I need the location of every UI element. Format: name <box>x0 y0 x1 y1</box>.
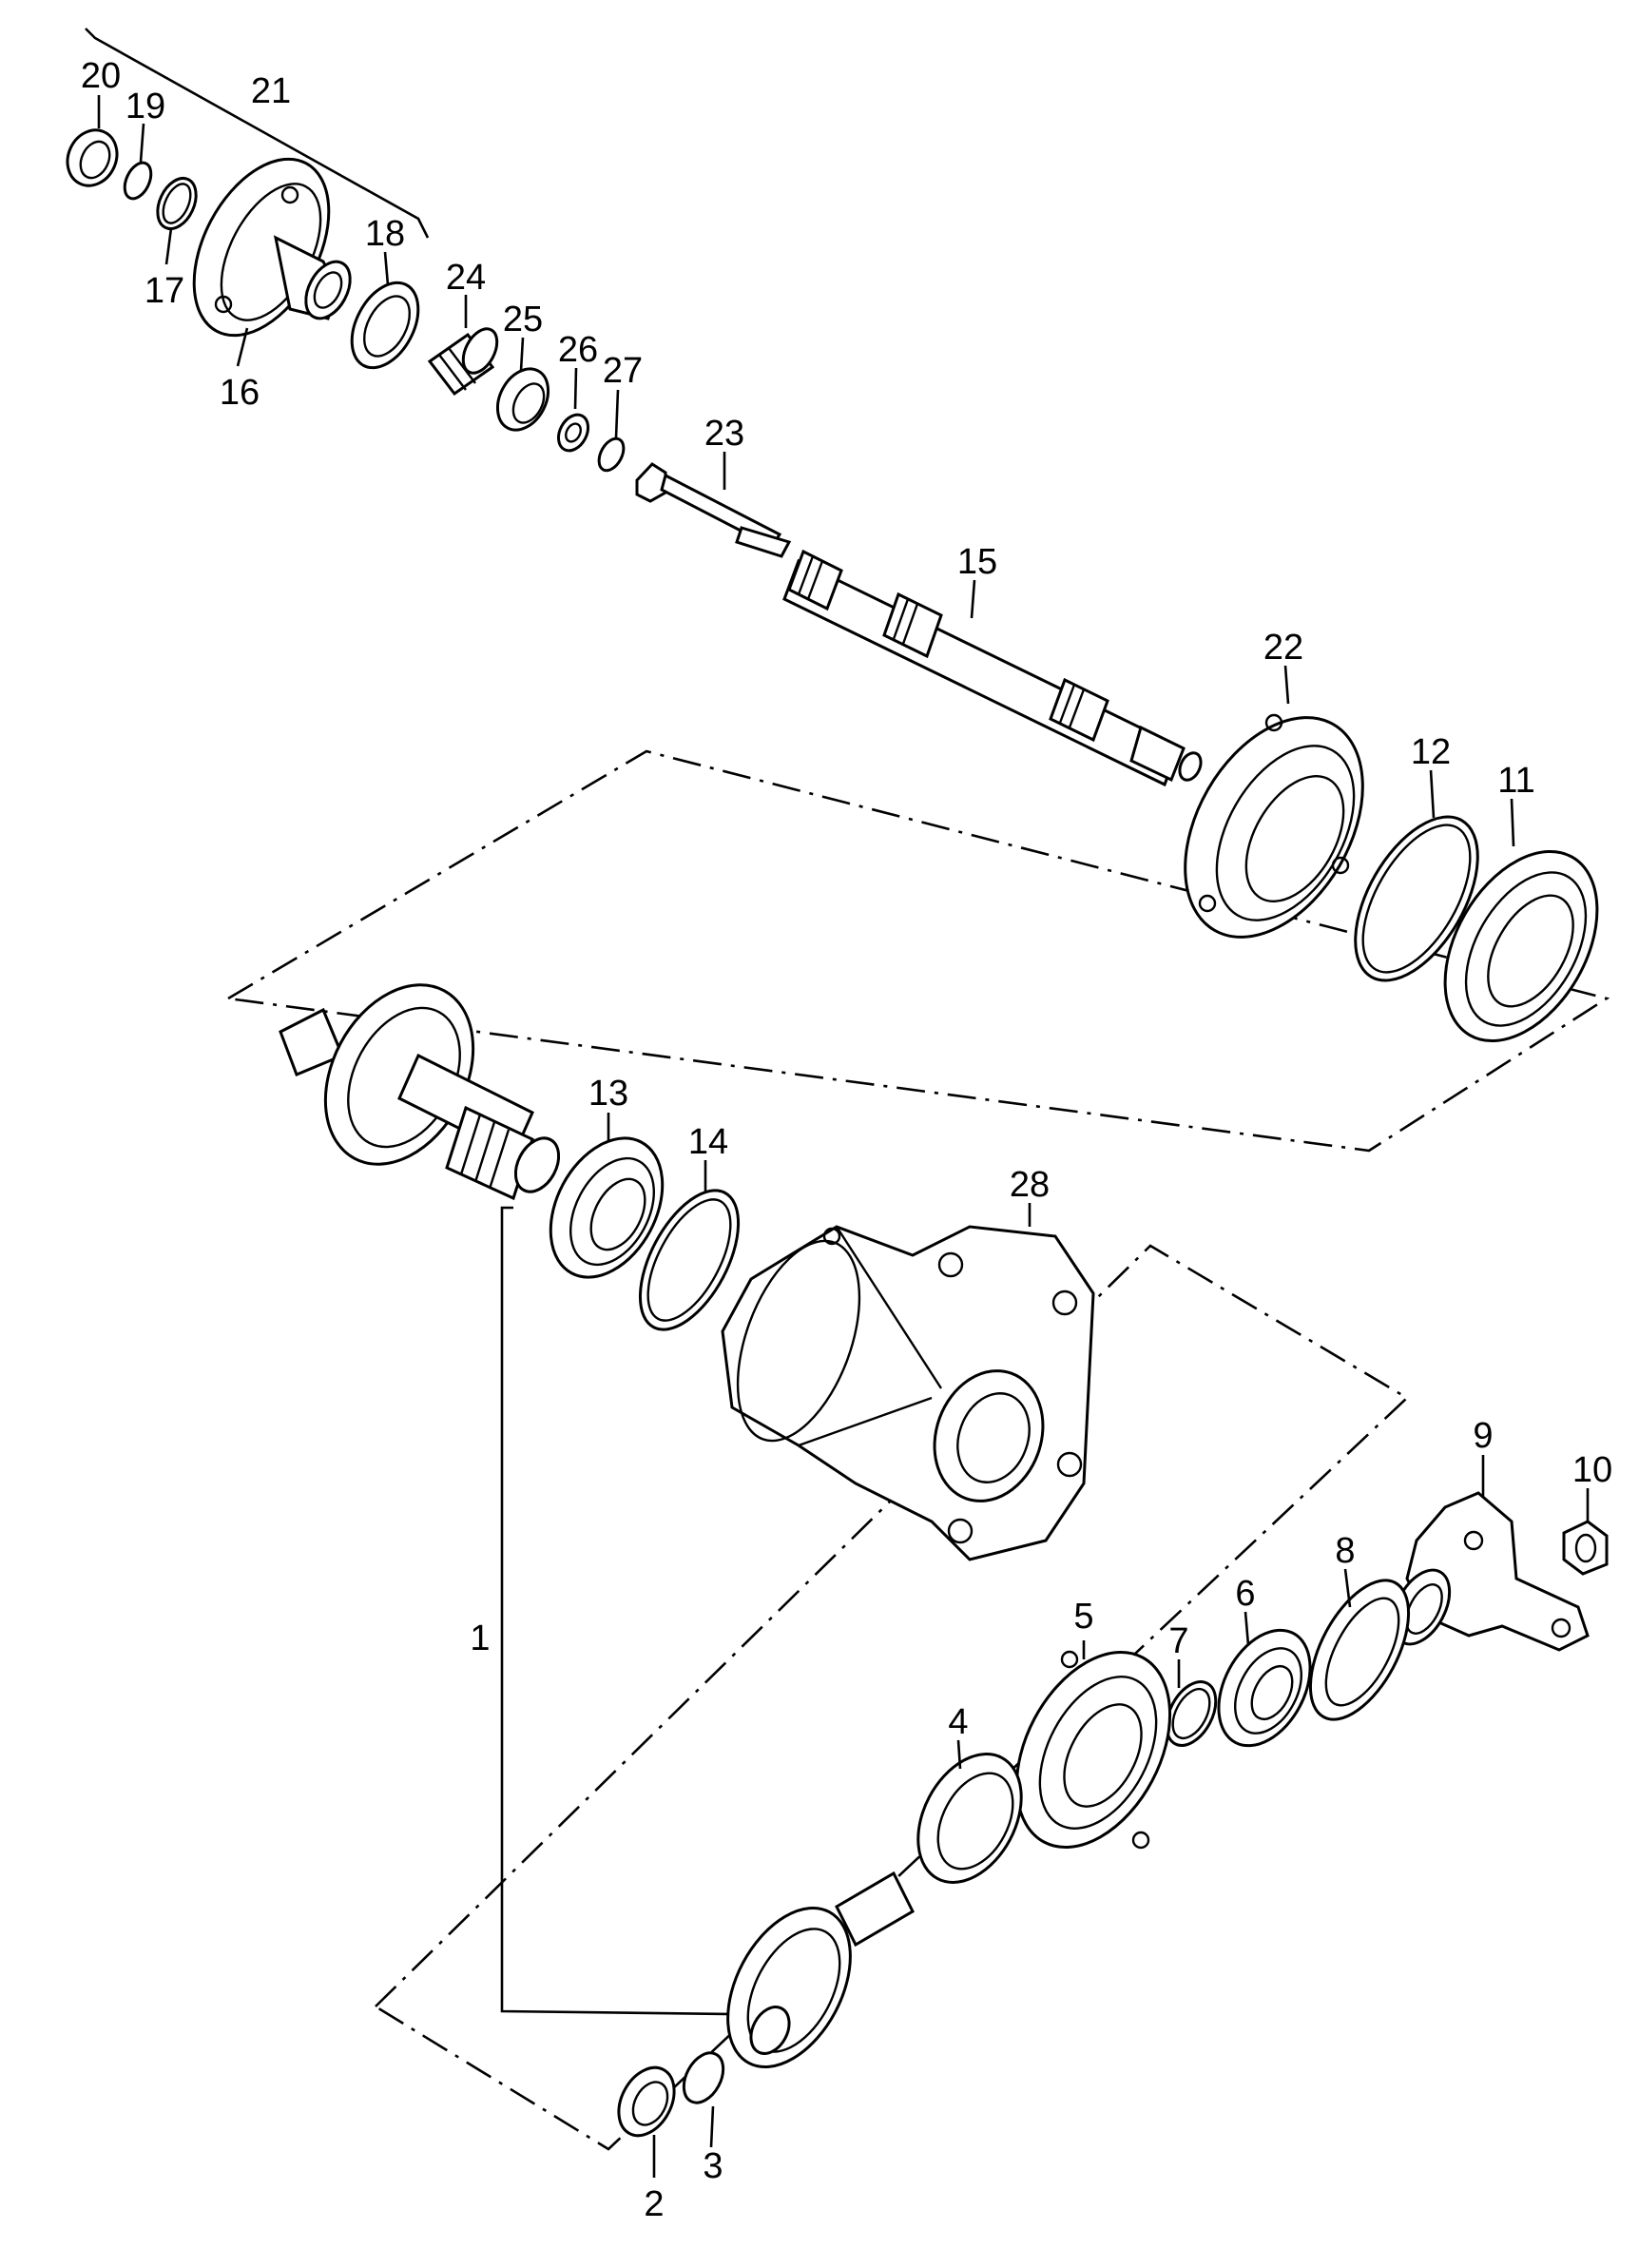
bracket-1 <box>500 1206 733 2016</box>
callout-4: 4 <box>948 1702 968 1742</box>
callout-9: 9 <box>1473 1416 1493 1456</box>
callout-3: 3 <box>703 2146 723 2186</box>
part-11-bearing <box>1443 849 1599 1043</box>
callout-27: 27 <box>603 351 643 391</box>
callout-2: 2 <box>644 2184 664 2224</box>
part-20-cap <box>66 128 119 187</box>
part-8-seal <box>1308 1579 1411 1721</box>
part-25-bush <box>495 367 550 432</box>
callout-23: 23 <box>704 414 744 454</box>
callout-19: 19 <box>125 87 165 126</box>
part-10-nut <box>1562 1520 1609 1576</box>
callout-6: 6 <box>1235 1574 1255 1614</box>
callout-5: 5 <box>1073 1597 1093 1637</box>
part-13-bearing <box>549 1136 665 1279</box>
part-23-bolt <box>635 462 792 558</box>
callout-12: 12 <box>1411 732 1451 772</box>
assembly-frame-upper <box>227 749 1610 1153</box>
callout-1: 1 <box>470 1619 490 1658</box>
part-16-flange <box>192 157 352 338</box>
callout-15: 15 <box>957 542 997 582</box>
part-19-circlip <box>123 161 153 201</box>
callout-10: 10 <box>1572 1450 1612 1490</box>
callout-22: 22 <box>1263 628 1303 668</box>
callout-13: 13 <box>588 1074 628 1114</box>
callout-17: 17 <box>145 271 184 311</box>
callout-25: 25 <box>503 300 543 339</box>
callout-18: 18 <box>365 214 405 254</box>
part-17-ring <box>156 177 198 230</box>
callout-16: 16 <box>220 373 260 413</box>
part-1-bevel-pinion-lower <box>726 1871 915 2069</box>
callout-21: 21 <box>251 71 291 111</box>
bracket-21 <box>85 28 430 239</box>
callout-8: 8 <box>1335 1531 1355 1571</box>
part-9-flange <box>1391 1491 1590 1652</box>
part-14-ring <box>638 1189 741 1331</box>
callout-labels: 20 19 21 17 16 18 24 25 26 27 23 15 22 1… <box>81 56 1612 2224</box>
callout-24: 24 <box>446 258 486 298</box>
part-22-cover <box>1184 713 1364 939</box>
callout-26: 26 <box>558 330 598 370</box>
part-27-circlip <box>597 436 626 473</box>
part-18-seal <box>350 281 420 370</box>
part-4-bearing <box>916 1753 1023 1884</box>
part-24-collar <box>427 327 499 397</box>
callout-11: 11 <box>1497 761 1534 801</box>
part-12-ring <box>1354 815 1479 982</box>
part-6-bearing <box>1217 1628 1312 1748</box>
leader-lines <box>97 95 1590 2178</box>
part-7-circlip <box>1165 1680 1218 1747</box>
callout-14: 14 <box>688 1122 728 1162</box>
callout-20: 20 <box>81 56 121 96</box>
part-5-cover <box>1014 1650 1172 1850</box>
callout-28: 28 <box>1010 1165 1050 1205</box>
part-28-housing <box>721 1225 1095 1561</box>
part-3-circlip <box>682 2051 725 2104</box>
part-2-needle-bearing <box>617 2065 676 2138</box>
part-1-bevel-pinion-upper <box>279 983 561 1201</box>
callout-7: 7 <box>1168 1621 1188 1661</box>
part-26-lock-washer <box>556 413 590 453</box>
part-15-shaft <box>782 549 1203 787</box>
